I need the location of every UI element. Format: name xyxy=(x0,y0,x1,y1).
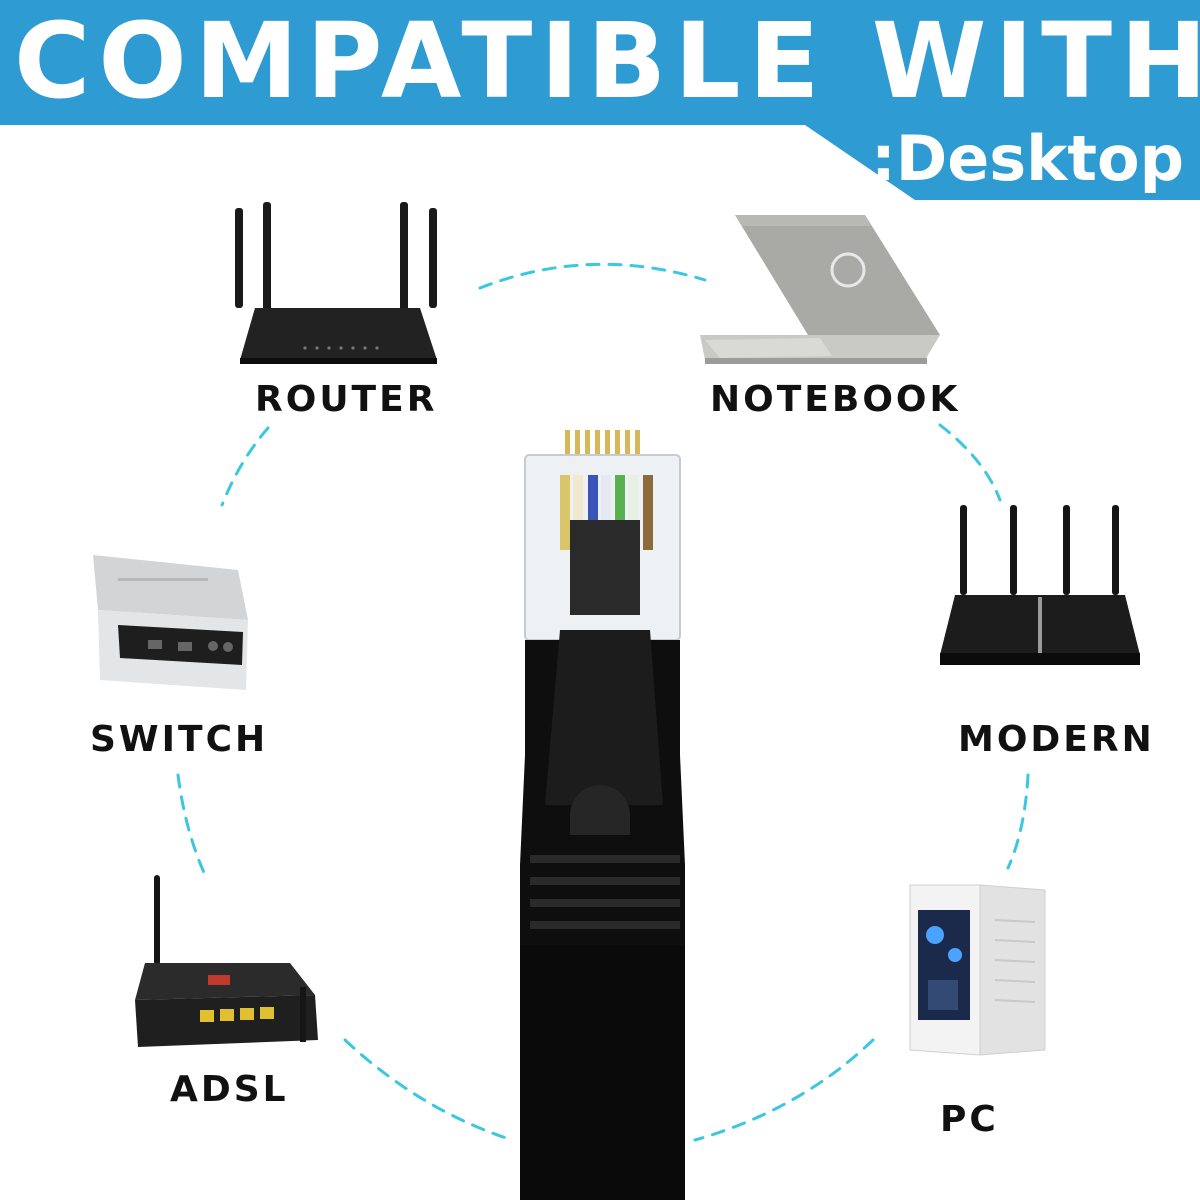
adsl-modem-icon xyxy=(135,875,318,1047)
switch-icon xyxy=(93,555,248,690)
page-subtitle: :Desktop xyxy=(870,122,1184,195)
router-icon xyxy=(235,202,437,364)
pc-tower-icon xyxy=(909,884,1046,1056)
label-switch: SWITCH xyxy=(90,719,269,760)
modem-icon xyxy=(940,505,1140,665)
label-pc: PC xyxy=(940,1099,999,1140)
label-modern: MODERN xyxy=(958,719,1155,760)
label-router: ROUTER xyxy=(255,379,438,420)
laptop-icon xyxy=(700,215,940,364)
label-notebook: NOTEBOOK xyxy=(710,379,961,420)
ethernet-cable-icon xyxy=(520,430,685,1200)
page-title: COMPATIBLE WITH xyxy=(14,0,1200,122)
header-banner xyxy=(0,0,1200,200)
label-adsl: ADSL xyxy=(170,1069,289,1110)
